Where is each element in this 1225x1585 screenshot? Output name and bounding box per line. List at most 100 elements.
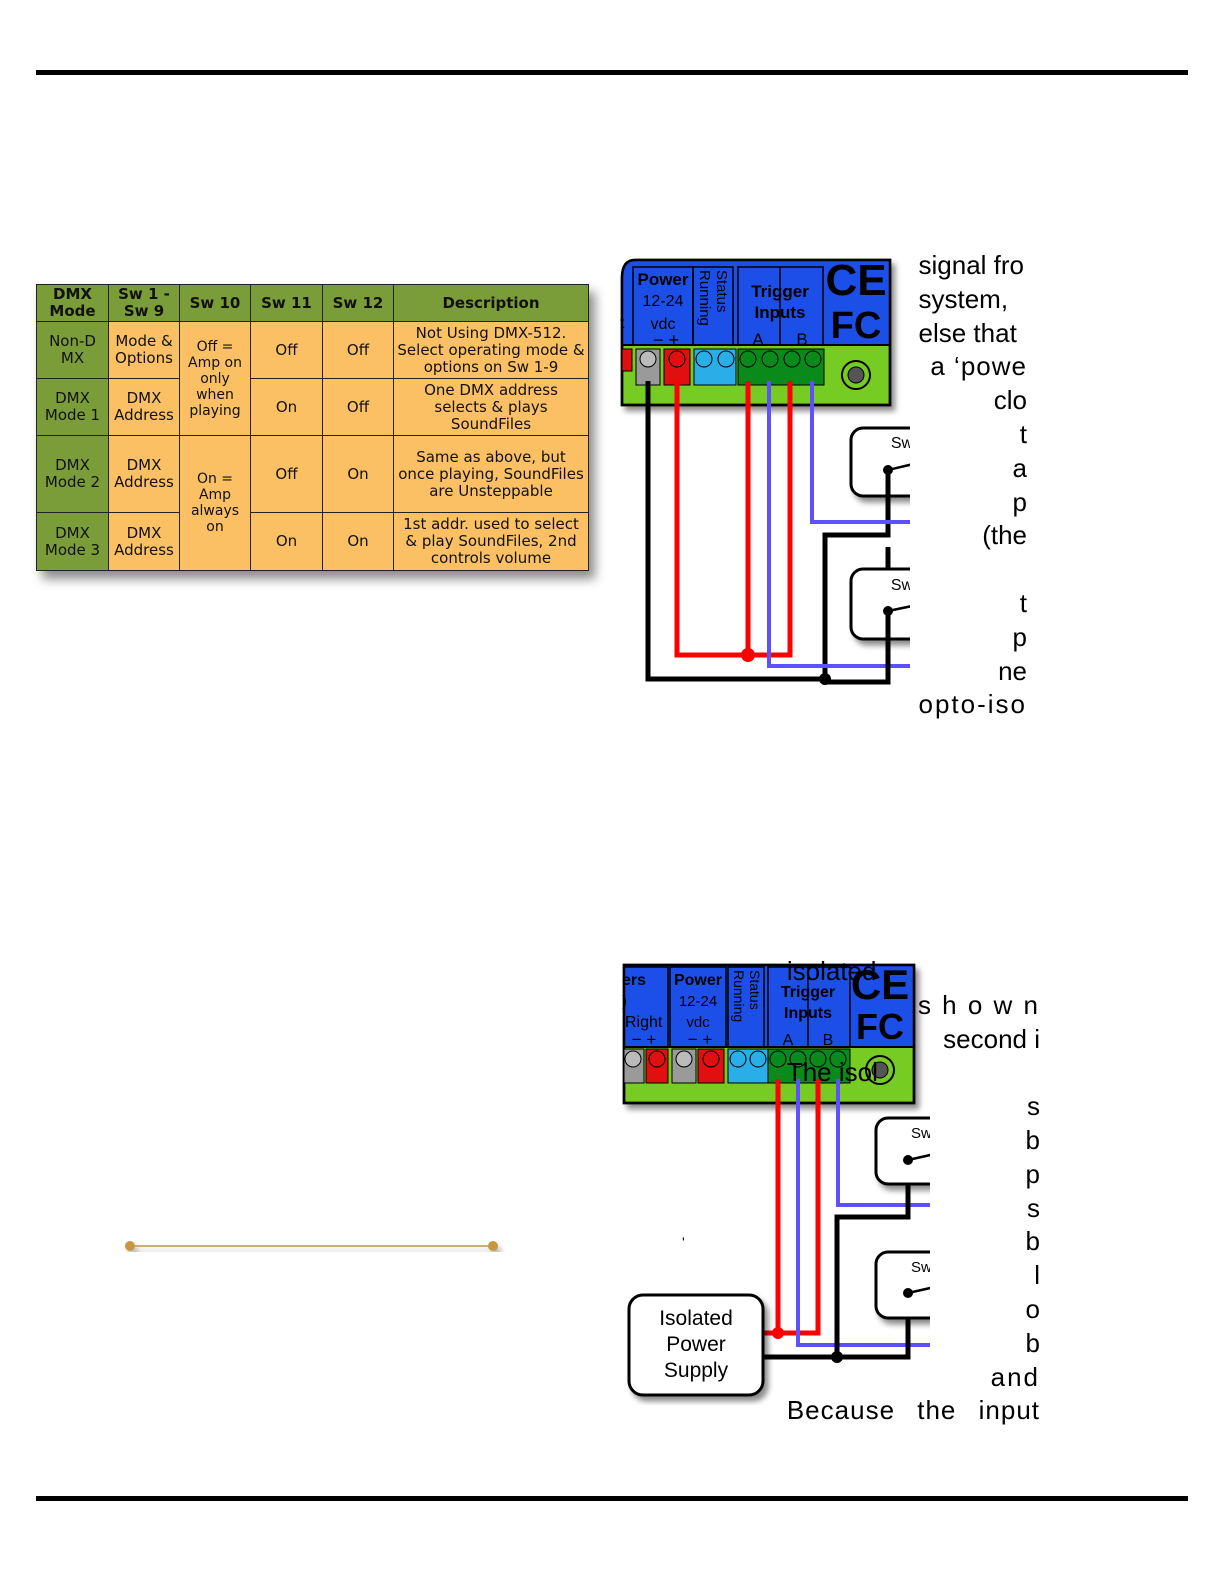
ce-mark-icon: CE [851,961,909,1008]
dip-switch-table: DMX Mode Sw 1 - Sw 9 Sw 10 Sw 11 Sw 12 D… [36,284,589,571]
text-line: s [1027,1192,1040,1223]
ce-mark-icon: CE [825,256,886,305]
header-description: Description [393,284,589,322]
text-line: t [1019,418,1027,449]
polarity-label: − + [688,1030,713,1049]
cell-sw1-9: Mode & Options [108,321,180,379]
cell-sw12: On [322,512,394,571]
text-line: else that [918,317,1017,348]
ground-wire-b [822,470,891,679]
cell-sw11: On [250,512,323,571]
cell-sw10-off: Off = Amp on only when playing [179,321,251,436]
power-label: Power [637,270,688,289]
input-a-wire [796,1079,930,1347]
supply-line-3: Supply [664,1359,729,1382]
fcc-mark-icon: FC [831,305,882,347]
vdc-label: vdc [686,1014,710,1031]
cell-sw10-on: On = Amp always on [179,435,251,571]
table-row: DMX Mode 1 DMX Address On Off One DMX ad… [36,378,589,436]
terminal-block [621,348,871,390]
table-header-row: DMX Mode Sw 1 - Sw 9 Sw 10 Sw 11 Sw 12 D… [36,284,589,322]
switch-b: Switch 'B' [849,426,910,498]
input-b-label: B [796,330,807,349]
switch-b-label: Switch 'B' [911,1125,930,1142]
cell-sw1-9: DMX Address [108,378,180,436]
supply-line-2: Power [666,1333,726,1356]
status-label: Status [713,270,730,313]
switch-a-label: Switch 'A' [891,577,910,594]
table-row: DMX Mode 3 DMX Address On On 1st addr. u… [36,512,589,571]
trigger-label: Trigger [751,282,809,301]
text-line: second i [943,1023,1040,1054]
polarity-label: − + [653,330,679,350]
table-row: DMX Mode 2 DMX Address On = Amp always o… [36,435,589,571]
text-line: b [1025,1226,1040,1257]
status-label: Status [747,970,763,1010]
text-line: p [1012,486,1027,517]
text-line: opto-iso [918,689,1027,720]
text-line: (the [982,520,1027,551]
input-a-label: A [752,330,764,349]
input-b-label: B [823,1032,834,1049]
input-a-label: A [783,1032,794,1049]
text-line: s [1027,1091,1040,1122]
cell-sw1-9: DMX Address [108,435,180,513]
power-wire [674,381,793,658]
trigger-label: Trigger [781,984,835,1001]
isolated-power-supply: Isolated Power Supply [627,1293,765,1397]
switch-b-label: Switch 'B' [891,435,910,452]
voltage-label: 12-24 [679,993,717,1010]
cell-description: 1st addr. used to select & play SoundFil… [393,512,589,571]
switch-a: Switch 'A' [874,1250,930,1320]
mark-label: ' [682,1234,685,1250]
speakers-label: ers [622,972,646,989]
side-text-2: isolated s h o w n second i The isol s b… [787,955,1040,1428]
running-label: Running [731,970,747,1022]
text-line: Because the input [786,1395,1040,1426]
header-sw12: Sw 12 [322,284,394,322]
text-line: p [1012,621,1027,652]
text-line: clo [993,385,1027,416]
text-line: a ‘powe [930,351,1027,382]
header-dmx-mode: DMX Mode [36,284,109,322]
terminal-block [623,1048,895,1085]
cell-sw12: Off [322,321,394,379]
inputs-label: Inputs [784,1005,832,1022]
side-text-1: signal fro system, else that a ‘powe clo… [919,249,1028,722]
text-line: t [1019,587,1027,618]
cell-sw11: Off [250,435,323,513]
edge-label: t [620,315,625,332]
supply-line-1: Isolated [659,1307,733,1330]
wiring-diagram-2: ers ) Right − + Power 12-24 vdc − + Runn… [622,961,930,1397]
text-line: The isol [786,1057,878,1088]
input-b-wire [810,381,910,524]
text-line: and [990,1361,1040,1392]
text-line: isolated [786,956,877,986]
wiring-diagram-1: Power 12-24 vdc − + t Running Status Tri… [620,256,910,685]
text-line: ne [998,655,1027,686]
cell-description: Not Using DMX-512. Select operating mode… [393,321,589,379]
fcc-mark-icon: FC [856,1006,904,1047]
text-line: s h o w n [917,989,1040,1020]
ground-wire [750,1155,911,1360]
text-line: a [1012,452,1027,483]
cell-mode: DMX Mode 3 [36,512,109,571]
header-sw10: Sw 10 [179,284,251,322]
table-row: Non-D MX Mode & Options Off = Amp on onl… [36,321,589,436]
speaker-polarity-label: − + [632,1030,657,1049]
cell-description: Same as above, but once playing, SoundFi… [393,435,589,513]
text-line: system, [918,283,1009,314]
header-sw11: Sw 11 [250,284,323,322]
cell-sw11: Off [250,321,323,379]
bottom-rule [36,1496,1188,1501]
text-line: o [1025,1293,1040,1324]
text-line: b [1025,1124,1040,1155]
cell-mode: Non-D MX [36,321,109,379]
switch-b: Switch 'B' [874,1116,930,1186]
switch-a-label: Switch 'A' [911,1259,930,1276]
cell-sw1-9: DMX Address [108,512,180,571]
cell-sw12: Off [322,378,394,436]
top-rule [36,70,1188,75]
text-line: signal fro [918,250,1025,280]
inputs-label: Inputs [755,303,806,322]
